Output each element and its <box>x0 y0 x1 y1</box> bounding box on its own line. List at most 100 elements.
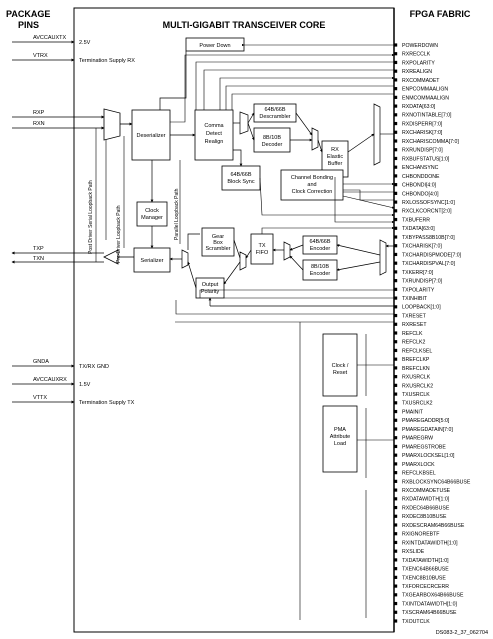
svg-text:Clock /: Clock / <box>332 363 349 369</box>
fabric-signal-label: TXBYPASS8B10B[7:0] <box>402 235 455 241</box>
package-pin-labels: AVCCAUXTX VTRX RXP RXN TXP TXN GNDA AVCC… <box>33 35 135 406</box>
fabric-signal-label: RXCHARISK[7:0] <box>402 130 443 136</box>
fabric-signal-label: POWERDOWN <box>402 43 438 49</box>
fabric-signal-label: TXFORCECRCERR <box>402 584 449 590</box>
svg-text:Serializer: Serializer <box>141 258 164 264</box>
fabric-signal-rxslide: RXSLIDE <box>394 549 425 555</box>
fabric-signal-label: RXSLIDE <box>402 549 425 555</box>
fabric-signal-label: RXRESET <box>402 322 427 328</box>
pin-note-txrx-gnd: TX/RX GND <box>79 364 109 370</box>
internal-wires <box>150 51 394 307</box>
post-driver-loopback-label: Post Driver Serial Loopback Path <box>88 180 94 254</box>
fabric-signal-txintdatawidth-1-0: TXINTDATAWIDTH[1:0] <box>394 601 458 607</box>
fabric-signal-label: REFCLKBSEL <box>402 471 436 477</box>
fabric-signal-brefclkn: BREFCLKN <box>394 366 430 372</box>
fabric-signal-txscram64b66buse: TXSCRAM64B66BUSE <box>394 610 457 616</box>
fabric-signal-rxdata-63-0: RXDATA[63:0] <box>394 104 436 110</box>
block-block-sync: 64B/66B Block Sync <box>221 165 261 191</box>
svg-text:Clock Correction: Clock Correction <box>292 189 333 195</box>
fabric-signal-rxcharisk-7-0: RXCHARISK[7:0] <box>394 130 443 136</box>
fabric-signal-rxdatawidth-1-0: RXDATAWIDTH[1:0] <box>394 497 450 503</box>
fabric-signal-pmarxlock: PMARXLOCK <box>394 462 435 468</box>
svg-text:and: and <box>307 182 316 188</box>
fabric-signal-label: RXDISPERR[7:0] <box>402 121 443 127</box>
fabric-signal-label: RXUSRCLK <box>402 375 431 381</box>
fabric-signal-refclk2: REFCLK2 <box>394 340 425 346</box>
fabric-signal-label: RXPOLARITY <box>402 60 435 66</box>
fabric-signal-label: TXGEARBOX64B66BUSE <box>402 593 464 599</box>
fabric-signal-label: RXREALIGN <box>402 69 432 75</box>
fabric-signal-txoutclk: TXOUTCLK <box>394 619 430 625</box>
block-clock-manager: Clock Manager <box>136 201 168 227</box>
fabric-signal-rxreset: RXRESET <box>394 322 427 328</box>
fabric-signal-txinhibit: TXINHIBIT <box>394 296 428 302</box>
fabric-signal-pmarxlocksel-1-0: PMARXLOCKSEL[1:0] <box>394 453 455 459</box>
svg-text:64B/66B: 64B/66B <box>309 239 330 245</box>
fabric-signal-label: RXDATA[63:0] <box>402 104 436 110</box>
svg-text:Output: Output <box>202 282 219 288</box>
fabric-signal-label: PMAREGDATAIN[7:0] <box>402 427 453 433</box>
fabric-signal-label: RXBLOCKSYNC64B66BUSE <box>402 479 471 485</box>
fabric-signal-label: TXENC64B66BUSE <box>402 567 449 573</box>
fabric-signal-chbondi-4-0: CHBONDI[4:0] <box>394 183 437 189</box>
svg-text:Clock: Clock <box>145 208 159 214</box>
fabric-signal-label: TXSCRAM64B66BUSE <box>402 610 457 616</box>
fabric-signal-txgearbox64b66buse: TXGEARBOX64B66BUSE <box>394 593 464 599</box>
fabric-signal-pmaregstrobe: PMAREGSTROBE <box>394 444 446 450</box>
fabric-signal-rxignorebtf: RXIGNOREBTF <box>394 532 439 538</box>
fabric-signal-rxblocksync64b66buse: RXBLOCKSYNC64B66BUSE <box>394 479 471 485</box>
block-descrambler: 64B/66B Descrambler <box>253 103 297 123</box>
svg-text:FIFO: FIFO <box>256 250 269 256</box>
block-channel-bonding: Channel Bonding and Clock Correction <box>280 169 344 201</box>
fabric-signal-rxdescram64b66buse: RXDESCRAM64B66BUSE <box>394 523 465 529</box>
fabric-signal-label: RXBUFSTATUS[1:0] <box>402 156 450 162</box>
fabric-signal-rxpolarity: RXPOLARITY <box>394 60 435 66</box>
fabric-signal-label: CHBONDDONE <box>402 174 440 180</box>
svg-text:Channel Bonding: Channel Bonding <box>291 175 333 181</box>
pin-txp: TXP <box>33 246 44 252</box>
fabric-signal-refclk: REFCLK <box>394 331 423 337</box>
block-gearbox: Gear Box Scrambler <box>201 227 235 257</box>
fabric-signal-label: ENCHANSYNC <box>402 165 439 171</box>
fabric-signal-pmaregrw: PMAREGRW <box>394 436 433 442</box>
fabric-connections <box>170 43 395 441</box>
fabric-signal-rxrealign: RXREALIGN <box>394 69 432 75</box>
svg-text:Detect: Detect <box>206 131 222 137</box>
block-comma-detect: Comma Detect Realign <box>194 109 234 161</box>
parallel-loopback-label: Parallel Loopback Path <box>174 188 180 240</box>
package-pin-arrows <box>11 40 105 404</box>
fabric-signal-label: TXRESET <box>402 313 427 319</box>
fabric-signal-label: TXDATA[63:0] <box>402 226 435 232</box>
svg-text:Scrambler: Scrambler <box>205 246 230 252</box>
fabric-signal-txchardispmode-7-0: TXCHARDISPMODE[7:0] <box>394 252 462 258</box>
fabric-signal-txbuferr: TXBUFERR <box>394 217 430 223</box>
fabric-signal-chbondo-4-0: CHBONDO[4:0] <box>394 191 439 197</box>
fabric-signal-label: PMARXLOCK <box>402 462 435 468</box>
fabric-signal-rxcommadetuse: RXCOMMADETUSE <box>394 488 451 494</box>
fabric-signal-enpcommaalign: ENPCOMMAALIGN <box>394 87 448 93</box>
fabric-signal-label: TXOUTCLK <box>402 619 430 625</box>
svg-text:TX: TX <box>258 243 265 249</box>
block-8b10b-decoder: 8B/10B Decoder <box>253 127 291 153</box>
fabric-signal-rxusrclk2: RXUSRCLK2 <box>394 383 433 389</box>
pin-note-term-rx: Termination Supply RX <box>79 58 135 64</box>
fabric-signal-enchansync: ENCHANSYNC <box>394 165 439 171</box>
block-pma-attribute-load: PMA Attribute Load <box>322 405 358 473</box>
clock-reset-bus <box>299 322 367 620</box>
fabric-signal-label: PMARXLOCKSEL[1:0] <box>402 453 455 459</box>
fabric-signal-label: RXLOSSOFSYNC[1:0] <box>402 200 455 206</box>
fabric-signal-label: TXPOLARITY <box>402 287 435 293</box>
svg-text:Power Down: Power Down <box>199 43 230 49</box>
fabric-signal-brefclkp: BREFCLKP <box>394 357 430 363</box>
block-8b10b-encoder: 8B/10B Encoder <box>302 259 338 281</box>
fabric-signal-label: TXUSRCLK <box>402 392 430 398</box>
block-64b66b-encoder: 64B/66B Encoder <box>302 235 338 255</box>
fabric-signal-rxbufstatus-1-0: RXBUFSTATUS[1:0] <box>394 156 450 162</box>
fabric-signal-pmaregaddr-5-0: PMAREGADDR[5:0] <box>394 418 450 424</box>
fabric-signal-label: TXKERR[7:0] <box>402 270 434 276</box>
fabric-signal-label: RXCOMMADETUSE <box>402 488 451 494</box>
block-clock-reset: Clock / Reset <box>322 333 358 397</box>
svg-text:Comma: Comma <box>204 123 224 129</box>
fabric-signal-label: ENMCOMMAALIGN <box>402 95 449 101</box>
fabric-signal-label: RXUSRCLK2 <box>402 383 433 389</box>
